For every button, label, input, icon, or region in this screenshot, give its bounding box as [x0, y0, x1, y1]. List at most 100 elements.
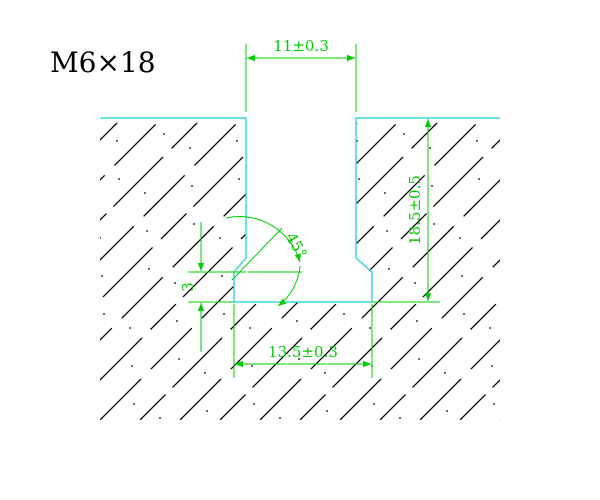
hatch-dot	[429, 147, 431, 149]
hatch-line	[139, 118, 500, 420]
hatch-dot	[476, 140, 478, 142]
hatch-dot	[384, 192, 386, 194]
hatch-dot	[313, 223, 315, 225]
hatch-dot	[594, 102, 596, 104]
bottom-width-label: 13.5±0.3	[268, 343, 338, 361]
hatch-line	[100, 118, 261, 420]
lip-height-label: 3	[179, 282, 197, 292]
hatch-dot	[459, 237, 461, 239]
hatch-line	[100, 118, 221, 420]
hatch-dot	[163, 133, 165, 135]
hatch-dot	[114, 102, 116, 104]
slot-outline	[100, 117, 500, 303]
hatch-dot	[399, 417, 401, 419]
hatch-dot	[401, 95, 403, 97]
hatch-dot	[414, 282, 416, 284]
hatch-dot	[159, 417, 161, 419]
hatch-dot	[193, 223, 195, 225]
hatch-line	[100, 118, 141, 420]
hatch-dot	[86, 410, 88, 412]
hatch-dot	[219, 237, 221, 239]
hatch-dot	[204, 372, 206, 374]
lip-height-dimension: 3	[179, 222, 246, 352]
hatch-line	[100, 118, 301, 420]
angle-arc-upper	[225, 216, 301, 263]
hatch-dot	[491, 365, 493, 367]
hatch-line	[179, 118, 500, 420]
hatch-dot	[369, 327, 371, 329]
hatch-dot	[129, 327, 131, 329]
hatch-line	[339, 118, 500, 420]
hatch-dot	[309, 147, 311, 149]
hatch-dot	[234, 102, 236, 104]
hatch-dot	[444, 372, 446, 374]
hatch-line	[540, 60, 600, 420]
hatch-dot	[223, 313, 225, 315]
hatch-dot	[311, 185, 313, 187]
hatch-line	[100, 118, 181, 420]
hatch-dot	[161, 95, 163, 97]
hatch-dot	[534, 282, 536, 284]
hatch-dot	[253, 403, 255, 405]
hatch-dot	[403, 133, 405, 135]
chamfer-angle-dimension: 45°	[225, 216, 311, 307]
hatch-dot	[236, 140, 238, 142]
hatch-dot	[564, 372, 566, 374]
hatch-dot	[416, 320, 418, 322]
hatch-dot	[596, 140, 598, 142]
hatch-dot	[463, 313, 465, 315]
hatch-dot	[118, 178, 120, 180]
hatch-line	[219, 118, 500, 420]
hatch-dot	[326, 410, 328, 412]
hatch-dot	[538, 358, 540, 360]
hatch-line	[459, 118, 500, 420]
hatch-dot	[506, 230, 508, 232]
hatch-dot	[493, 403, 495, 405]
hatch-dot	[281, 95, 283, 97]
hatch-dot	[176, 320, 178, 322]
hatch-dot	[343, 313, 345, 315]
hatch-dot	[146, 230, 148, 232]
hatch-dot	[178, 358, 180, 360]
hatch-dot	[298, 358, 300, 360]
hatch-dot	[474, 102, 476, 104]
hatch-dot	[504, 192, 506, 194]
hatch-dot	[341, 275, 343, 277]
hatch-dot	[566, 410, 568, 412]
depth-dimension: 18.5±0.5	[372, 119, 440, 303]
hatch-dot	[191, 185, 193, 187]
hatch-line	[299, 118, 500, 420]
hatch-dot	[461, 275, 463, 277]
angle-label: 45°	[282, 229, 311, 261]
hatch-dot	[11, 365, 13, 367]
hatch-dot	[568, 88, 570, 90]
hatch-line	[100, 118, 381, 420]
hatch-dot	[324, 372, 326, 374]
hatch-dot	[523, 133, 525, 135]
bottom-width-dimension: 13.5±0.3	[233, 304, 373, 378]
hatch-dot	[208, 88, 210, 90]
hatch-dot	[581, 275, 583, 277]
hatch-dot	[549, 147, 551, 149]
hatch-line	[259, 118, 500, 420]
hatch-dot	[101, 275, 103, 277]
hatch-dot	[28, 268, 30, 270]
hatch-dot	[71, 185, 73, 187]
section-hatching	[9, 60, 600, 420]
hatch-dot	[536, 320, 538, 322]
hatch-dot	[133, 403, 135, 405]
hatch-dot	[358, 178, 360, 180]
hatch-dot	[238, 178, 240, 180]
hatch-dot	[339, 237, 341, 239]
top-width-label: 11±0.3	[273, 37, 329, 55]
hatch-dot	[84, 372, 86, 374]
hatch-dot	[58, 358, 60, 360]
hatch-dot	[9, 327, 11, 329]
hatch-dot	[264, 192, 266, 194]
hatch-dot	[103, 313, 105, 315]
hatch-dot	[174, 282, 176, 284]
hatch-dot	[553, 223, 555, 225]
hatch-dot	[519, 417, 521, 419]
hatch-dot	[448, 88, 450, 90]
